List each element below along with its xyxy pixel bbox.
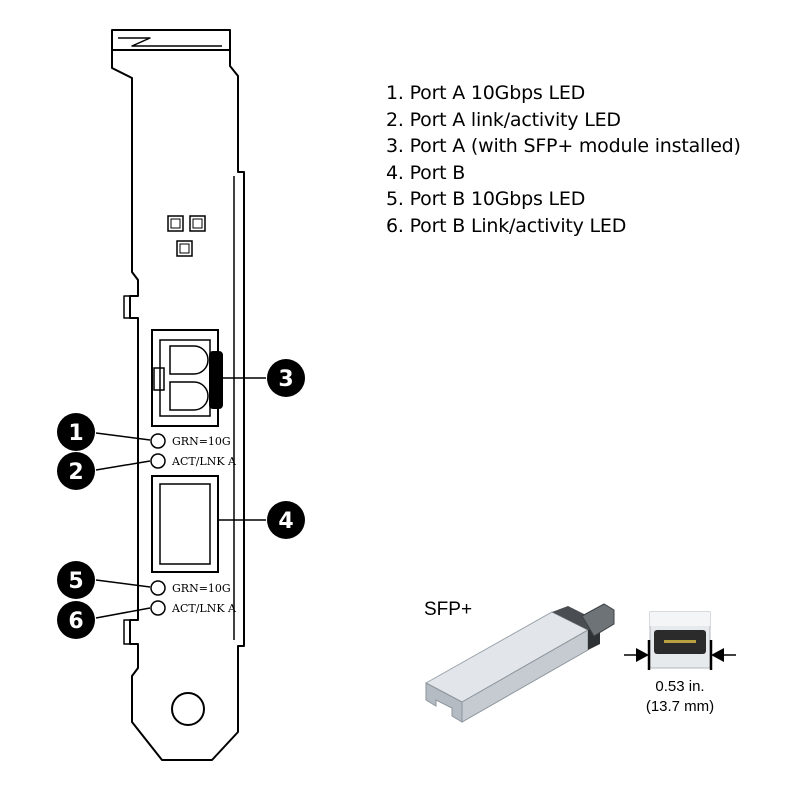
led-label-port-b-10g: GRN=10G bbox=[172, 582, 231, 595]
port-b-cage bbox=[151, 475, 219, 573]
legend-item-1: 1. Port A 10Gbps LED bbox=[386, 82, 586, 104]
led-port-a-10g bbox=[150, 433, 166, 449]
indicator-square bbox=[189, 215, 206, 232]
lc-connector-top bbox=[169, 345, 209, 375]
indicator-square bbox=[192, 218, 203, 229]
port-b-inner bbox=[159, 483, 211, 565]
bracket-top-tab bbox=[111, 29, 231, 51]
legend-item-5: 5. Port B 10Gbps LED bbox=[386, 188, 586, 210]
led-port-b-act bbox=[150, 600, 166, 616]
led-port-a-act bbox=[150, 453, 166, 469]
legend: 1. Port A 10Gbps LED 2. Port A link/acti… bbox=[386, 80, 741, 239]
callout-circle-1 bbox=[57, 413, 95, 451]
sfp-module bbox=[424, 603, 615, 723]
callout-circle-5 bbox=[57, 561, 95, 599]
callout-circle-4 bbox=[267, 501, 305, 539]
leader-line-1 bbox=[95, 432, 151, 441]
legend-item-4: 4. Port B bbox=[386, 161, 466, 184]
led-label-port-a-10g: GRN=10G bbox=[172, 435, 231, 448]
callout-circle-6 bbox=[57, 601, 95, 639]
dimension-inches: 0.53 in. bbox=[655, 678, 704, 695]
leds bbox=[150, 433, 166, 616]
callouts: 1 2 3 4 5 6 bbox=[57, 359, 305, 639]
dim-left-arrow-icon bbox=[636, 648, 649, 662]
port-b bbox=[151, 475, 219, 573]
bracket-outline bbox=[111, 50, 245, 761]
led-label-port-a-act: ACT/LNK A bbox=[171, 455, 237, 468]
leader-line-2 bbox=[95, 460, 151, 471]
port-a-with-sfp bbox=[151, 329, 223, 427]
callout-circle-3 bbox=[267, 359, 305, 397]
sfp-pull-tab bbox=[209, 351, 223, 409]
sfp-end-view-top bbox=[650, 612, 710, 626]
bracket bbox=[111, 29, 245, 761]
lc-connector-bottom bbox=[169, 381, 209, 411]
bracket-mount-hole bbox=[171, 692, 205, 726]
callout-number-4: 4 bbox=[278, 509, 293, 534]
indicator-square bbox=[176, 240, 193, 257]
indicator-square bbox=[167, 215, 184, 232]
callout-number-6: 6 bbox=[68, 609, 83, 634]
bracket-notch-left bbox=[123, 295, 130, 319]
bracket-notch-left-lower bbox=[123, 619, 130, 645]
callout-number-1: 1 bbox=[68, 421, 83, 446]
legend-item-2: 2. Port A link/activity LED bbox=[386, 108, 621, 131]
callout-circle-2 bbox=[57, 452, 95, 490]
sfp-cable-boot bbox=[581, 603, 615, 637]
lc-latch bbox=[153, 367, 165, 391]
bracket-tab-slot bbox=[118, 37, 222, 47]
led-label-port-b-act: ACT/LNK A bbox=[171, 602, 237, 615]
sfp-end-view-contacts bbox=[664, 640, 696, 643]
dimension-mm: (13.7 mm) bbox=[646, 698, 714, 715]
top-indicator-squares bbox=[167, 215, 206, 257]
leader-line-6 bbox=[95, 607, 151, 619]
port-a-cage bbox=[151, 329, 219, 427]
callout-number-3: 3 bbox=[278, 367, 293, 392]
leader-lines bbox=[95, 377, 266, 619]
port-a-inner bbox=[159, 339, 211, 417]
led-port-b-10g bbox=[150, 580, 166, 596]
callout-number-5: 5 bbox=[68, 569, 83, 594]
dim-right-arrow-icon bbox=[711, 648, 724, 662]
dimension-markers bbox=[624, 640, 736, 670]
sfp-label: SFP+ bbox=[424, 599, 472, 620]
indicator-square bbox=[170, 218, 181, 229]
legend-item-3: 3. Port A (with SFP+ module installed) bbox=[386, 135, 741, 157]
callout-number-2: 2 bbox=[68, 460, 83, 485]
legend-item-6: 6. Port B Link/activity LED bbox=[386, 214, 627, 237]
leader-line-5 bbox=[95, 579, 151, 588]
sfp-end-view bbox=[649, 611, 711, 669]
indicator-square bbox=[179, 243, 190, 254]
